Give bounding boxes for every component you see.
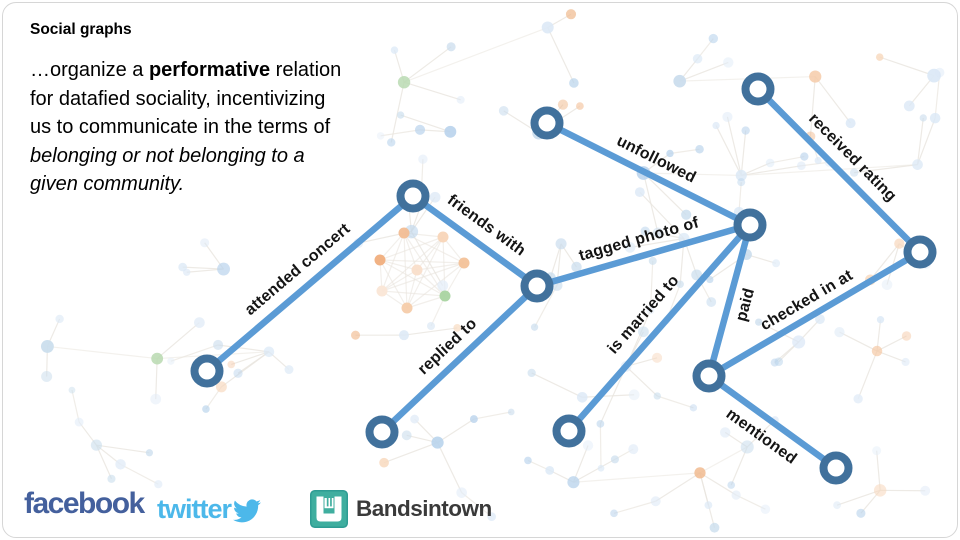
graph-node-B <box>190 354 224 388</box>
graph-node-C <box>520 269 554 303</box>
paragraph-line: us to communicate in the terms of <box>30 113 400 142</box>
edge-mentioned <box>705 372 840 472</box>
graph-node-H <box>692 359 726 393</box>
edge-checked-in-at <box>705 248 924 380</box>
bandsintown-logo: Bandsintown <box>310 490 492 528</box>
background-edges <box>46 13 941 528</box>
edge-paid <box>705 221 754 380</box>
edge-attended-concert <box>203 192 417 375</box>
graph-node-K <box>819 451 853 485</box>
paragraph-segment: given community. <box>30 173 185 195</box>
paragraph-line: belonging or not belonging to a <box>30 142 400 171</box>
graph-node-E <box>365 415 399 449</box>
graph-node-A <box>396 179 430 213</box>
edge-tagged-photo-of <box>533 221 754 290</box>
paragraph-line: for datafied sociality, incentivizing <box>30 85 400 114</box>
graph-node-D <box>733 208 767 242</box>
paragraph-segment: for datafied sociality, incentivizing <box>30 87 326 110</box>
edge-is-married-to <box>565 221 754 435</box>
facebook-logo: facebook <box>24 487 145 520</box>
graph-node-I <box>741 72 775 106</box>
graph-node-J <box>903 235 937 269</box>
twitter-logo: twitter <box>157 494 264 525</box>
paragraph-line: given community. <box>30 170 400 199</box>
twitter-wordmark: twitter <box>157 494 232 524</box>
edge-unfollowed <box>543 119 754 229</box>
bandsintown-icon <box>310 490 348 528</box>
graph-node-F <box>530 106 564 140</box>
paragraph-line: …organize a performative relation <box>30 56 400 85</box>
edge-friends-with <box>409 192 541 290</box>
graph-node-G <box>552 414 586 448</box>
slide-title: Social graphs <box>30 21 132 38</box>
edge-received-rating <box>754 85 924 256</box>
paragraph-segment: belonging or not belonging to a <box>30 144 305 167</box>
paragraph-segment: relation <box>270 59 342 81</box>
paragraph-segment: performative <box>148 59 271 81</box>
twitter-bird-icon <box>233 498 261 522</box>
paragraph-segment: us to communicate in the terms of <box>30 116 331 138</box>
edge-replied-to <box>378 282 541 436</box>
paragraph-segment: …organize a <box>30 59 149 81</box>
bandsintown-wordmark: Bandsintown <box>356 496 492 521</box>
